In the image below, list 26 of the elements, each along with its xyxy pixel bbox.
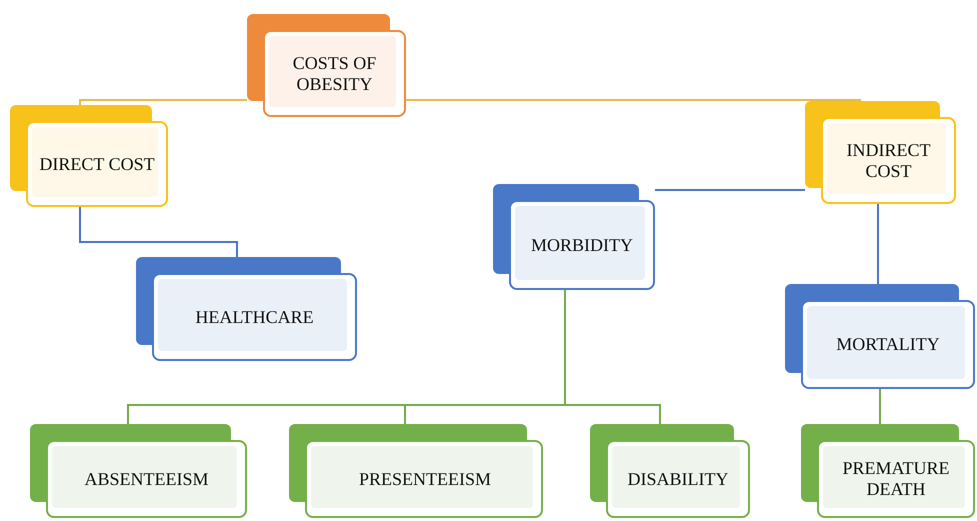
box-label: HEALTHCARE	[195, 306, 314, 328]
box-label: PREMATURE DEATH	[841, 458, 950, 500]
box-label: COSTS OF OBESITY	[292, 52, 378, 94]
tabbed-box	[247, 14, 406, 117]
connector-line	[406, 99, 861, 102]
tabbed-box	[289, 424, 543, 518]
connector-line	[79, 99, 247, 105]
box-label: MORTALITY	[836, 334, 940, 355]
box-label: DIRECT COST	[39, 154, 155, 174]
box-label: ABSENTEEISM	[84, 468, 208, 490]
tabbed-box	[590, 424, 750, 518]
tabbed-box	[493, 184, 655, 290]
connector-line	[655, 189, 805, 191]
tabbed-box	[801, 424, 975, 518]
connector-line	[879, 389, 881, 424]
tabbed-box	[30, 424, 247, 518]
box-label: PRESENTEEISM	[359, 468, 489, 490]
tabbed-box	[785, 284, 975, 389]
tabbed-box	[10, 105, 168, 207]
connector-line	[79, 207, 238, 257]
box-label: INDIRECT COST	[846, 140, 932, 182]
tabbed-box	[805, 101, 956, 204]
connector-line	[877, 204, 879, 284]
box-label: DISABILITY	[628, 468, 728, 490]
tabbed-box	[136, 257, 357, 361]
box-label: MORBIDITY	[531, 234, 633, 256]
